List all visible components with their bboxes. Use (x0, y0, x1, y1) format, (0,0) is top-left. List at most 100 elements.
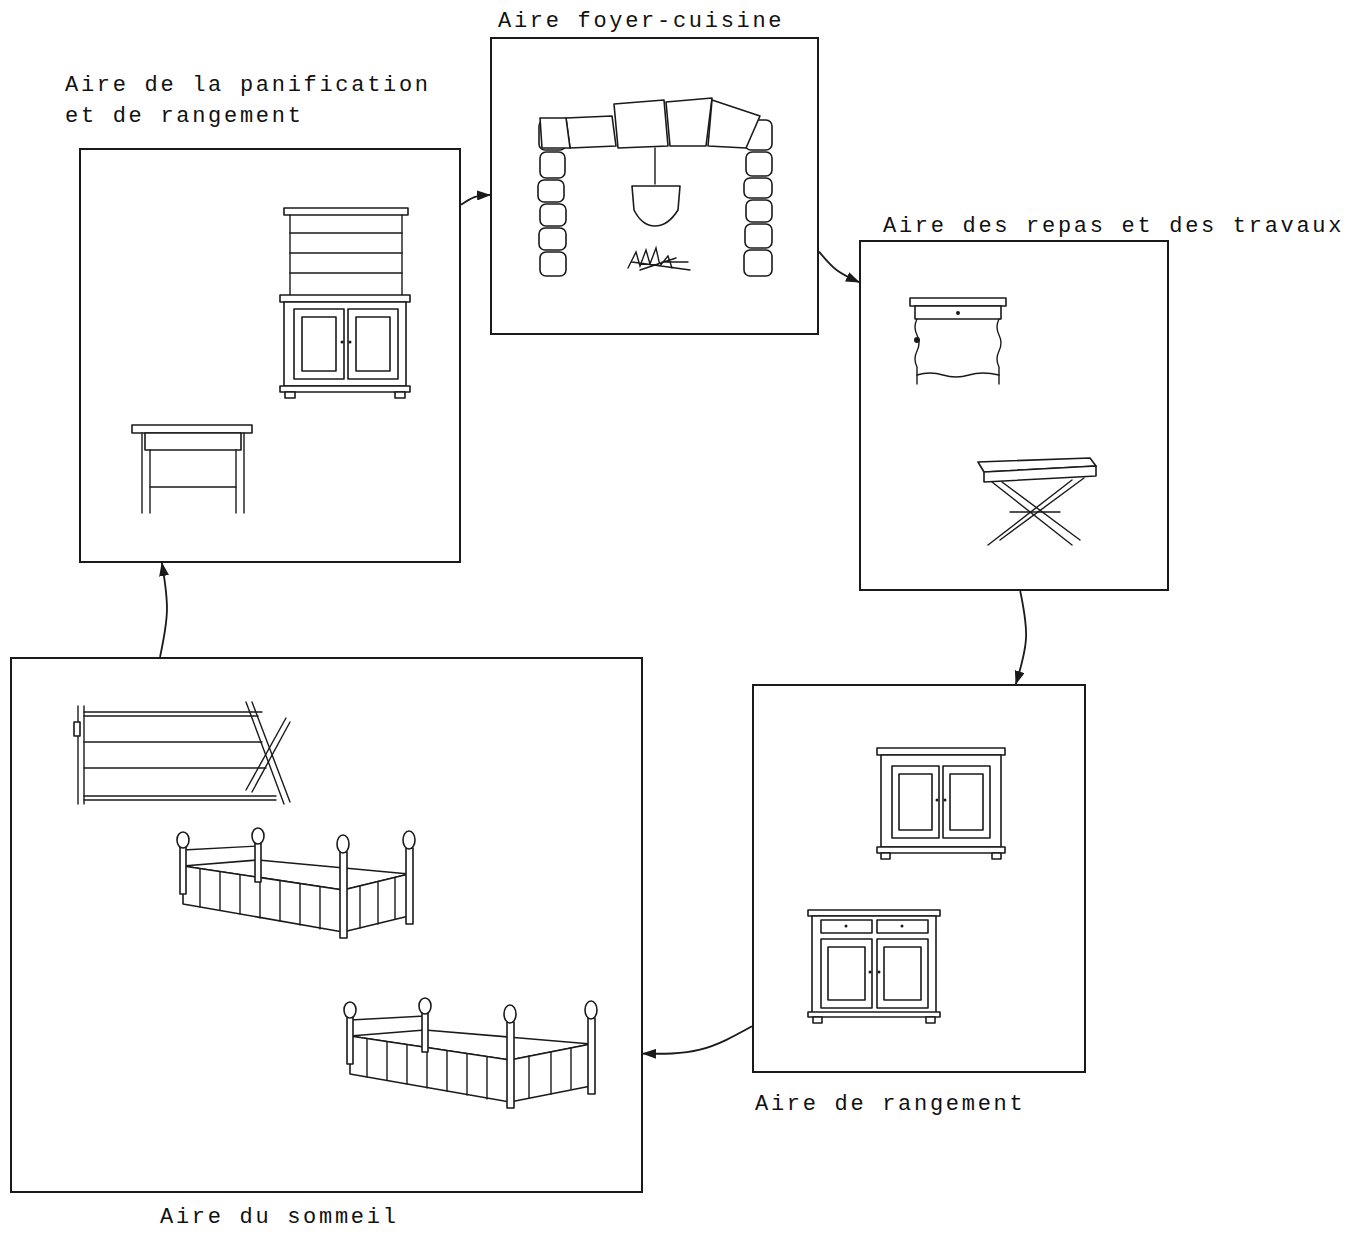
rack-drawing-part (246, 718, 286, 790)
bed-drawing-part (507, 1022, 514, 1108)
rack-drawing-part (84, 795, 276, 796)
sideboard-drawing-part (877, 920, 928, 933)
dresser-drawing (280, 208, 410, 398)
hearth-drawing-part (746, 152, 772, 176)
hearth-drawing-part (745, 224, 772, 248)
bed-drawing (344, 998, 597, 1108)
cupboard-drawing-part (943, 766, 990, 838)
bed-drawing-part (344, 1002, 356, 1018)
dresser-drawing-part (280, 386, 410, 392)
bread-table-drawing-part (141, 433, 142, 513)
sideboard-drawing-part (869, 971, 872, 974)
area-box: Aire du sommeil (10, 657, 643, 1193)
rack-drawing-part (84, 741, 262, 742)
bed-drawing-part (504, 1005, 516, 1023)
rack-drawing-part (84, 711, 262, 712)
sideboard-drawing-part (884, 947, 921, 1000)
bed-drawing-part (337, 835, 349, 853)
cupboard-drawing-part (877, 748, 1005, 755)
small-table-drawing-part (910, 298, 1006, 306)
area-heading: Aire de la panification et de rangement (65, 70, 455, 132)
cupboard-drawing-part (936, 799, 939, 802)
bed-drawing-part (585, 1001, 597, 1019)
dresser-drawing-part (349, 341, 352, 344)
bed-drawing-part (200, 869, 395, 929)
bed-drawing-part (588, 1018, 595, 1094)
hearth-drawing-part (746, 200, 772, 222)
bed-drawing-part (347, 1016, 353, 1064)
flow-arrow (819, 252, 859, 283)
bed-drawing-part (367, 1039, 571, 1099)
dresser-drawing-part (290, 272, 402, 273)
flow-arrow (1016, 591, 1026, 684)
rack-drawing-part (246, 702, 284, 804)
hearth-drawing-part (539, 228, 566, 250)
hearth-drawing-part (540, 152, 565, 178)
hearth-drawing-part (632, 186, 680, 226)
folding-table-drawing (978, 458, 1096, 545)
area-heading: Aire du sommeil (160, 1205, 399, 1231)
sideboard-drawing-part (878, 971, 881, 974)
bread-table-drawing-part (243, 433, 244, 513)
folding-table-drawing-part (1002, 482, 1080, 540)
dresser-drawing-part (284, 208, 408, 215)
sideboard-drawing-part (808, 910, 940, 916)
rack-drawing-part (84, 715, 258, 716)
hearth-drawing-part (566, 116, 616, 148)
hearth-drawing-part (540, 252, 566, 276)
bed-drawing-part (252, 828, 264, 844)
bed-drawing-part (422, 1012, 428, 1052)
dresser-drawing-part (341, 341, 344, 344)
sideboard-drawing (808, 910, 940, 1023)
cupboard-drawing-part (877, 847, 1005, 853)
hearth-drawing-part (744, 178, 772, 198)
small-table-drawing (910, 298, 1006, 384)
area-box: Aire de la panification et de rangement (79, 148, 461, 563)
small-table-drawing-part (914, 337, 920, 343)
cupboard-drawing-part (944, 799, 947, 802)
hearth-drawing-part (538, 180, 564, 202)
bread-table-drawing-part (132, 425, 252, 433)
flow-arrow (461, 195, 490, 205)
rack-drawing-part (84, 767, 266, 768)
bed-drawing-part (403, 831, 415, 849)
folding-table-drawing-part (1000, 478, 1084, 540)
bed-drawing-part (350, 1036, 510, 1102)
area-heading: Aire des repas et des travaux (883, 214, 1344, 240)
flow-arrow (160, 563, 167, 657)
hearth-drawing (538, 98, 772, 276)
dresser-drawing-part (294, 309, 344, 379)
flow-arrow (643, 1026, 752, 1053)
hearth-drawing-part (628, 248, 690, 270)
dresser-drawing-part (290, 252, 402, 253)
dresser-drawing-part (395, 392, 405, 398)
dresser-drawing-part (348, 309, 398, 379)
bread-table-drawing-part (149, 450, 150, 513)
cupboard-drawing (877, 748, 1005, 859)
bread-table-drawing (132, 425, 252, 513)
bed-drawing-part (183, 866, 343, 932)
dresser-drawing-part (401, 215, 402, 295)
sideboard-drawing-part (813, 1017, 822, 1023)
area-heading: Aire de rangement (755, 1092, 1025, 1118)
sideboard-drawing-part (821, 939, 872, 1008)
small-table-drawing-part (917, 373, 999, 377)
dresser-drawing-part (285, 392, 295, 398)
bed-drawing (177, 828, 415, 938)
sideboard-drawing-part (926, 1017, 935, 1023)
rack-drawing-part (252, 722, 290, 792)
hearth-drawing-part (614, 100, 668, 148)
dresser-drawing-part (284, 302, 406, 386)
sideboard-drawing-part (808, 1012, 940, 1017)
hearth-drawing-part (744, 250, 772, 276)
bed-drawing-part (177, 832, 189, 848)
sideboard-drawing-part (812, 916, 936, 1016)
hearth-drawing-part (666, 98, 712, 146)
sideboard-drawing-part (845, 925, 848, 928)
bed-drawing-part (406, 848, 413, 924)
cupboard-drawing-part (881, 853, 890, 859)
small-table-drawing-part (956, 311, 960, 315)
bed-drawing-part (340, 852, 347, 938)
sideboard-drawing-part (828, 947, 865, 1000)
